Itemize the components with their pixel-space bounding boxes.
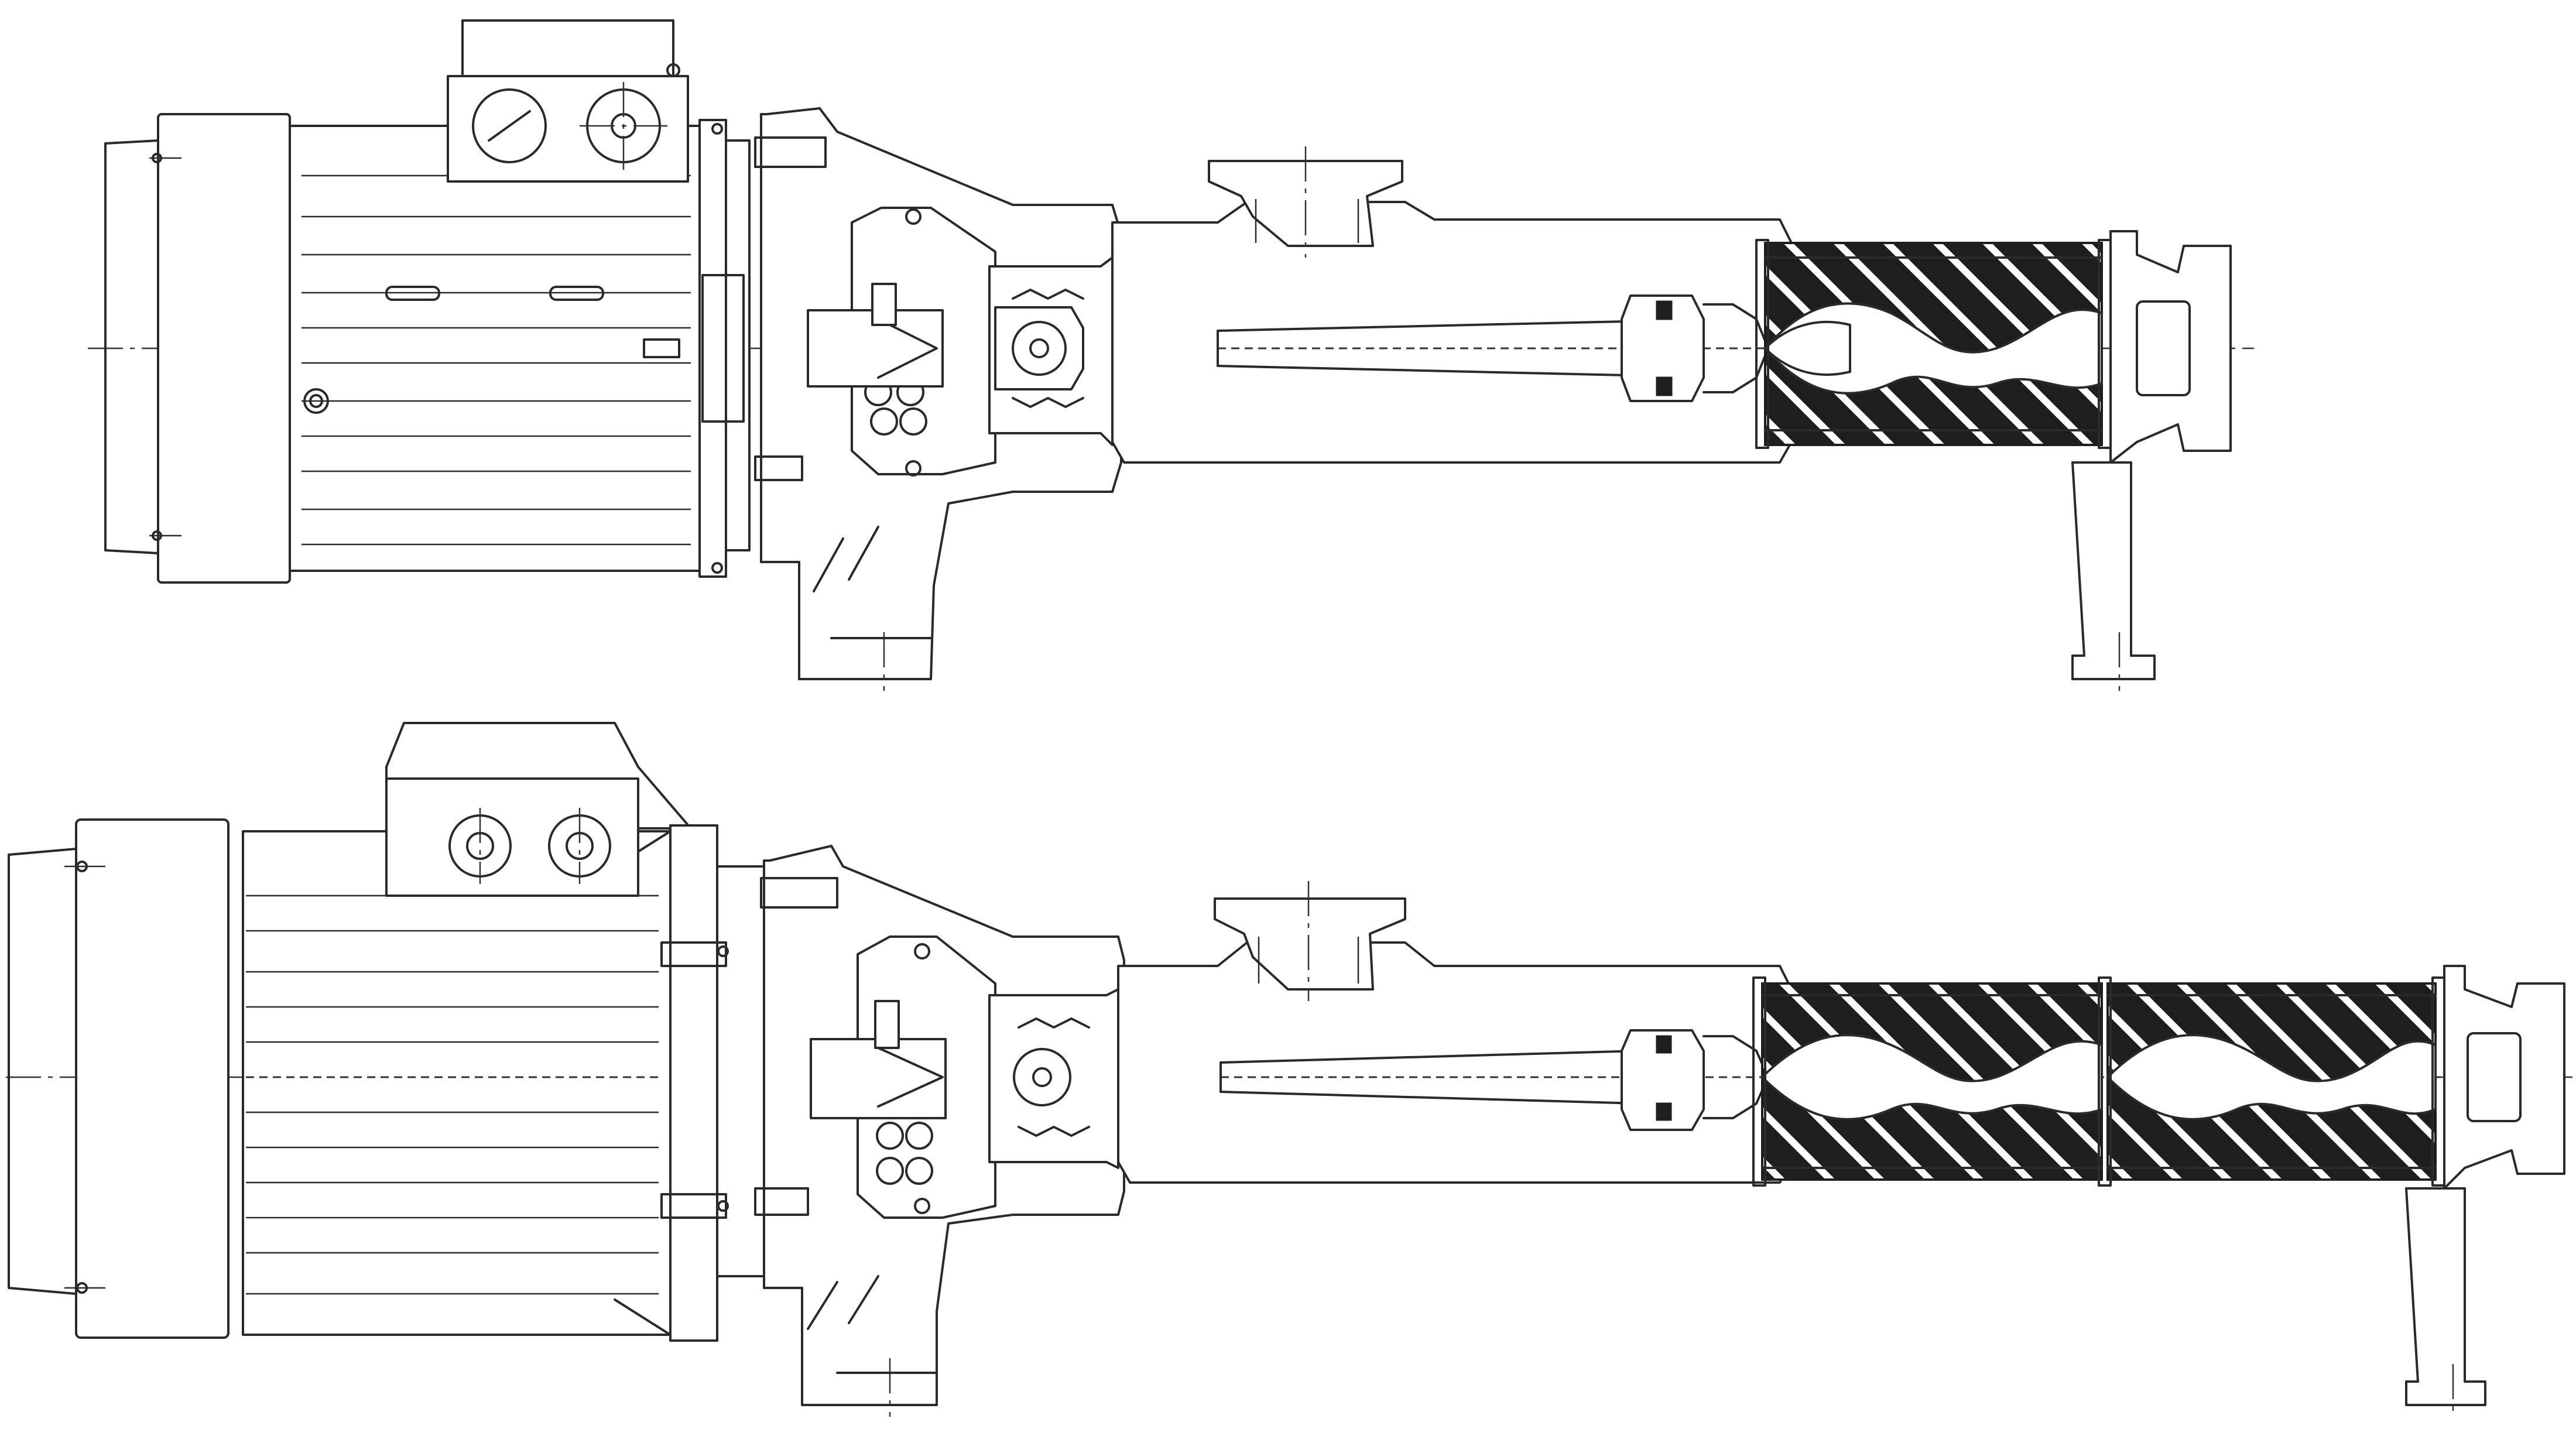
terminal-box-top [447,19,689,183]
stator-top [1755,239,2112,449]
coupling-rod-bottom [1220,1029,2476,1131]
stator-stage-1-bottom [1761,982,2103,1181]
pressure-branch-bottom [2405,965,2565,1417]
lantern-housing-top [754,107,1122,691]
pump-view-single-stage [88,19,2254,691]
motor-body-bottom [242,830,672,1336]
motor-flange-top [698,119,751,578]
stator-stage-2-bottom [1752,976,2445,1187]
pump-view-two-stage [6,722,2576,1417]
pressure-branch-top [2071,230,2232,691]
motor-flange-bottom [660,824,765,1342]
fan-cover-top [104,113,291,584]
lantern-housing-bottom [754,845,1125,1417]
terminal-box-bottom [385,722,692,897]
motor-body-top [289,125,701,572]
fan-cover-bottom [8,818,229,1339]
suction-casing-bottom [1117,881,1793,1184]
suction-casing-top [1111,146,1793,464]
